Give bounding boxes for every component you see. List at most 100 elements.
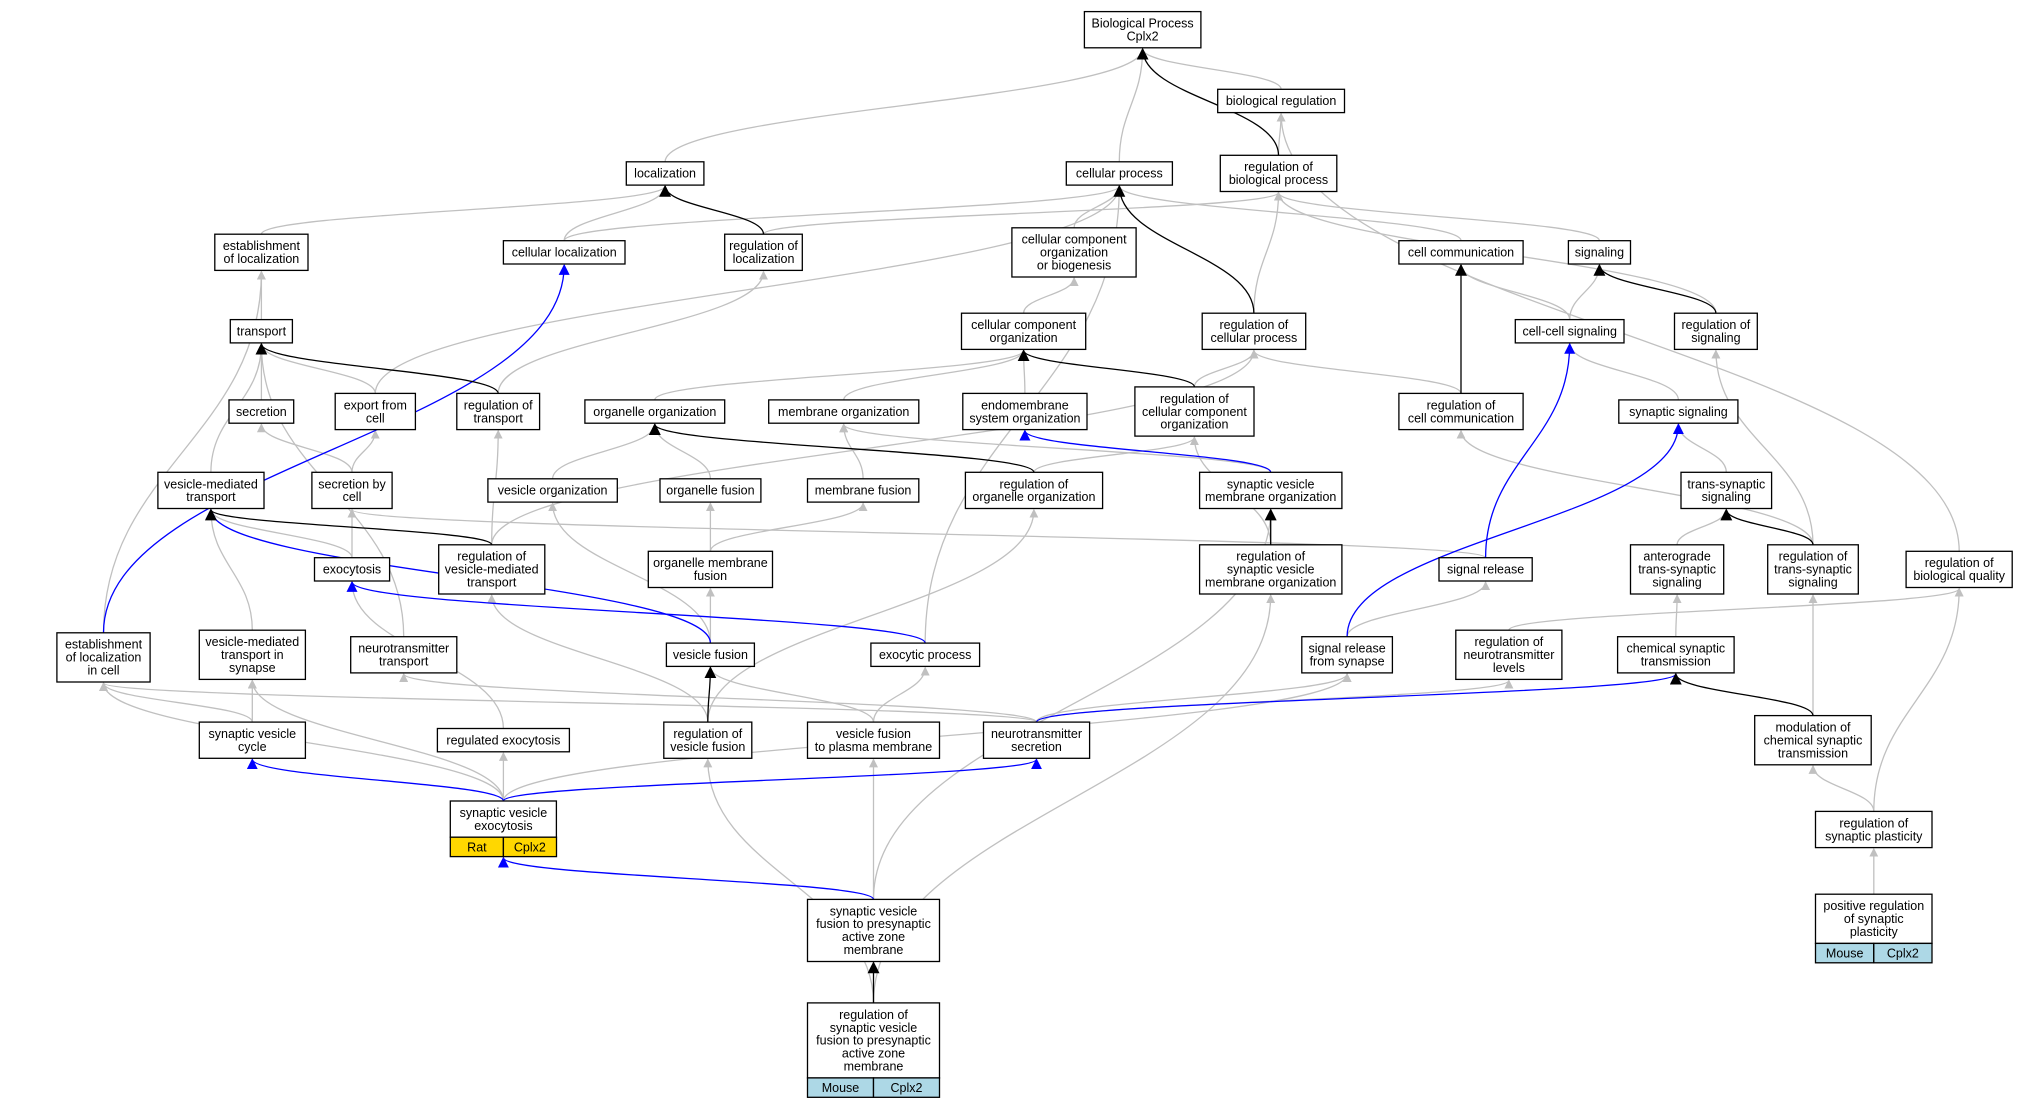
edge-synaptic-vesicle-exocytosis-to-vesicle-mediated-transport-in-synapse xyxy=(247,679,505,802)
edge-cell-cell-signaling-to-signaling xyxy=(1569,264,1604,320)
edge-signal-release-from-synapse-to-signal-release xyxy=(1346,581,1491,637)
node-box xyxy=(229,318,294,344)
node-organelle-fusion[interactable]: organelle fusion xyxy=(659,478,762,503)
edge-regulation-of-localization-to-localization xyxy=(659,184,765,235)
node-label-line: vesicle fusion xyxy=(670,740,745,754)
node-label-line: biological process xyxy=(1229,173,1328,187)
node-label-line: Biological Process xyxy=(1092,17,1194,31)
node-label-line: in cell xyxy=(88,664,120,678)
node-synaptic-signaling[interactable]: synaptic signaling xyxy=(1618,399,1739,424)
edge-synaptic-vesicle-membrane-organization-to-endomembrane-system-organization xyxy=(1019,429,1272,473)
edge-membrane-organization-to-cellular-component-organization xyxy=(843,349,1029,401)
node-label-line: establishment xyxy=(223,239,301,253)
edge-synaptic-vesicle-fusion-to-presynaptic-active-zone-membrane-to-synaptic-vesicle-exocytosis xyxy=(498,856,875,900)
edge-regulation-of-transport-to-transport xyxy=(255,342,499,394)
edge-establishment-of-localization-in-cell-to-cellular-localization xyxy=(102,263,570,633)
node-signal-release[interactable]: signal release xyxy=(1438,557,1533,582)
edge-cellular-process-to-root xyxy=(1118,48,1148,162)
node-label-line: synaptic vesicle xyxy=(460,806,548,820)
node-label-line: chemical synaptic xyxy=(1764,734,1863,748)
node-cellular-localization[interactable]: cellular localization xyxy=(502,240,626,265)
node-regulated-exocytosis[interactable]: regulated exocytosis xyxy=(436,727,571,753)
node-organelle-organization[interactable]: organelle organization xyxy=(584,399,726,424)
node-vesicle-organization[interactable]: vesicle organization xyxy=(487,478,618,503)
node-label-line: vesicle fusion xyxy=(673,648,748,662)
edge-cell-cell-signaling-to-cell-communication xyxy=(1456,264,1571,320)
edge-signal-release-to-secretion-by-cell xyxy=(347,508,1487,559)
edge-regulation-of-trans-synaptic-signaling-to-trans-synaptic-signaling xyxy=(1720,508,1814,546)
edge-regulation-of-synaptic-vesicle-fusion-to-presynaptic-active-zone-membrane-to-regulation-of-vesicle-fusion xyxy=(703,758,875,1003)
node-exocytic-process[interactable]: exocytic process xyxy=(870,642,981,668)
node-transport[interactable]: transport xyxy=(229,318,294,344)
node-box xyxy=(870,642,981,668)
node-cellular-process[interactable]: cellular process xyxy=(1065,161,1174,186)
node-label-line: membrane xyxy=(844,1060,904,1074)
node-label-line: of localization xyxy=(224,252,300,266)
gene-tag xyxy=(1873,942,1933,964)
edge-regulation-of-vesicle-fusion-to-vesicle-fusion xyxy=(704,666,717,723)
edge-regulation-of-biological-process-to-root xyxy=(1136,47,1280,156)
node-cell-cell-signaling[interactable]: cell-cell signaling xyxy=(1514,318,1625,344)
node-cell-communication[interactable]: cell communication xyxy=(1398,240,1524,265)
node-exocytosis[interactable]: exocytosis xyxy=(313,557,391,582)
node-box xyxy=(806,1002,941,1079)
node-membrane-organization[interactable]: membrane organization xyxy=(768,399,920,424)
node-label-line: cellular component xyxy=(971,318,1076,332)
node-label-line: membrane xyxy=(844,943,904,957)
node-biological-regulation[interactable]: biological regulation xyxy=(1217,88,1346,114)
node-signaling[interactable]: signaling xyxy=(1567,240,1632,265)
node-label-line: regulation of xyxy=(457,550,526,564)
edge-regulation-of-localization-to-regulation-of-biological-process xyxy=(762,191,1283,235)
node-membrane-fusion[interactable]: membrane fusion xyxy=(806,478,920,503)
node-secretion[interactable]: secretion xyxy=(228,399,295,424)
node-box xyxy=(1134,386,1255,437)
edge-cellular-localization-to-cellular-process xyxy=(563,185,1124,242)
node-vesicle-fusion[interactable]: vesicle fusion xyxy=(665,642,756,668)
node-label-line: regulation of xyxy=(999,477,1068,491)
edge-regulation-of-vesicle-fusion-to-regulation-of-vesicle-mediated-transport xyxy=(487,594,709,723)
gene-tag-label: Cplx2 xyxy=(514,841,546,855)
node-label-line: transport xyxy=(186,490,236,504)
node-localization[interactable]: localization xyxy=(625,161,705,186)
